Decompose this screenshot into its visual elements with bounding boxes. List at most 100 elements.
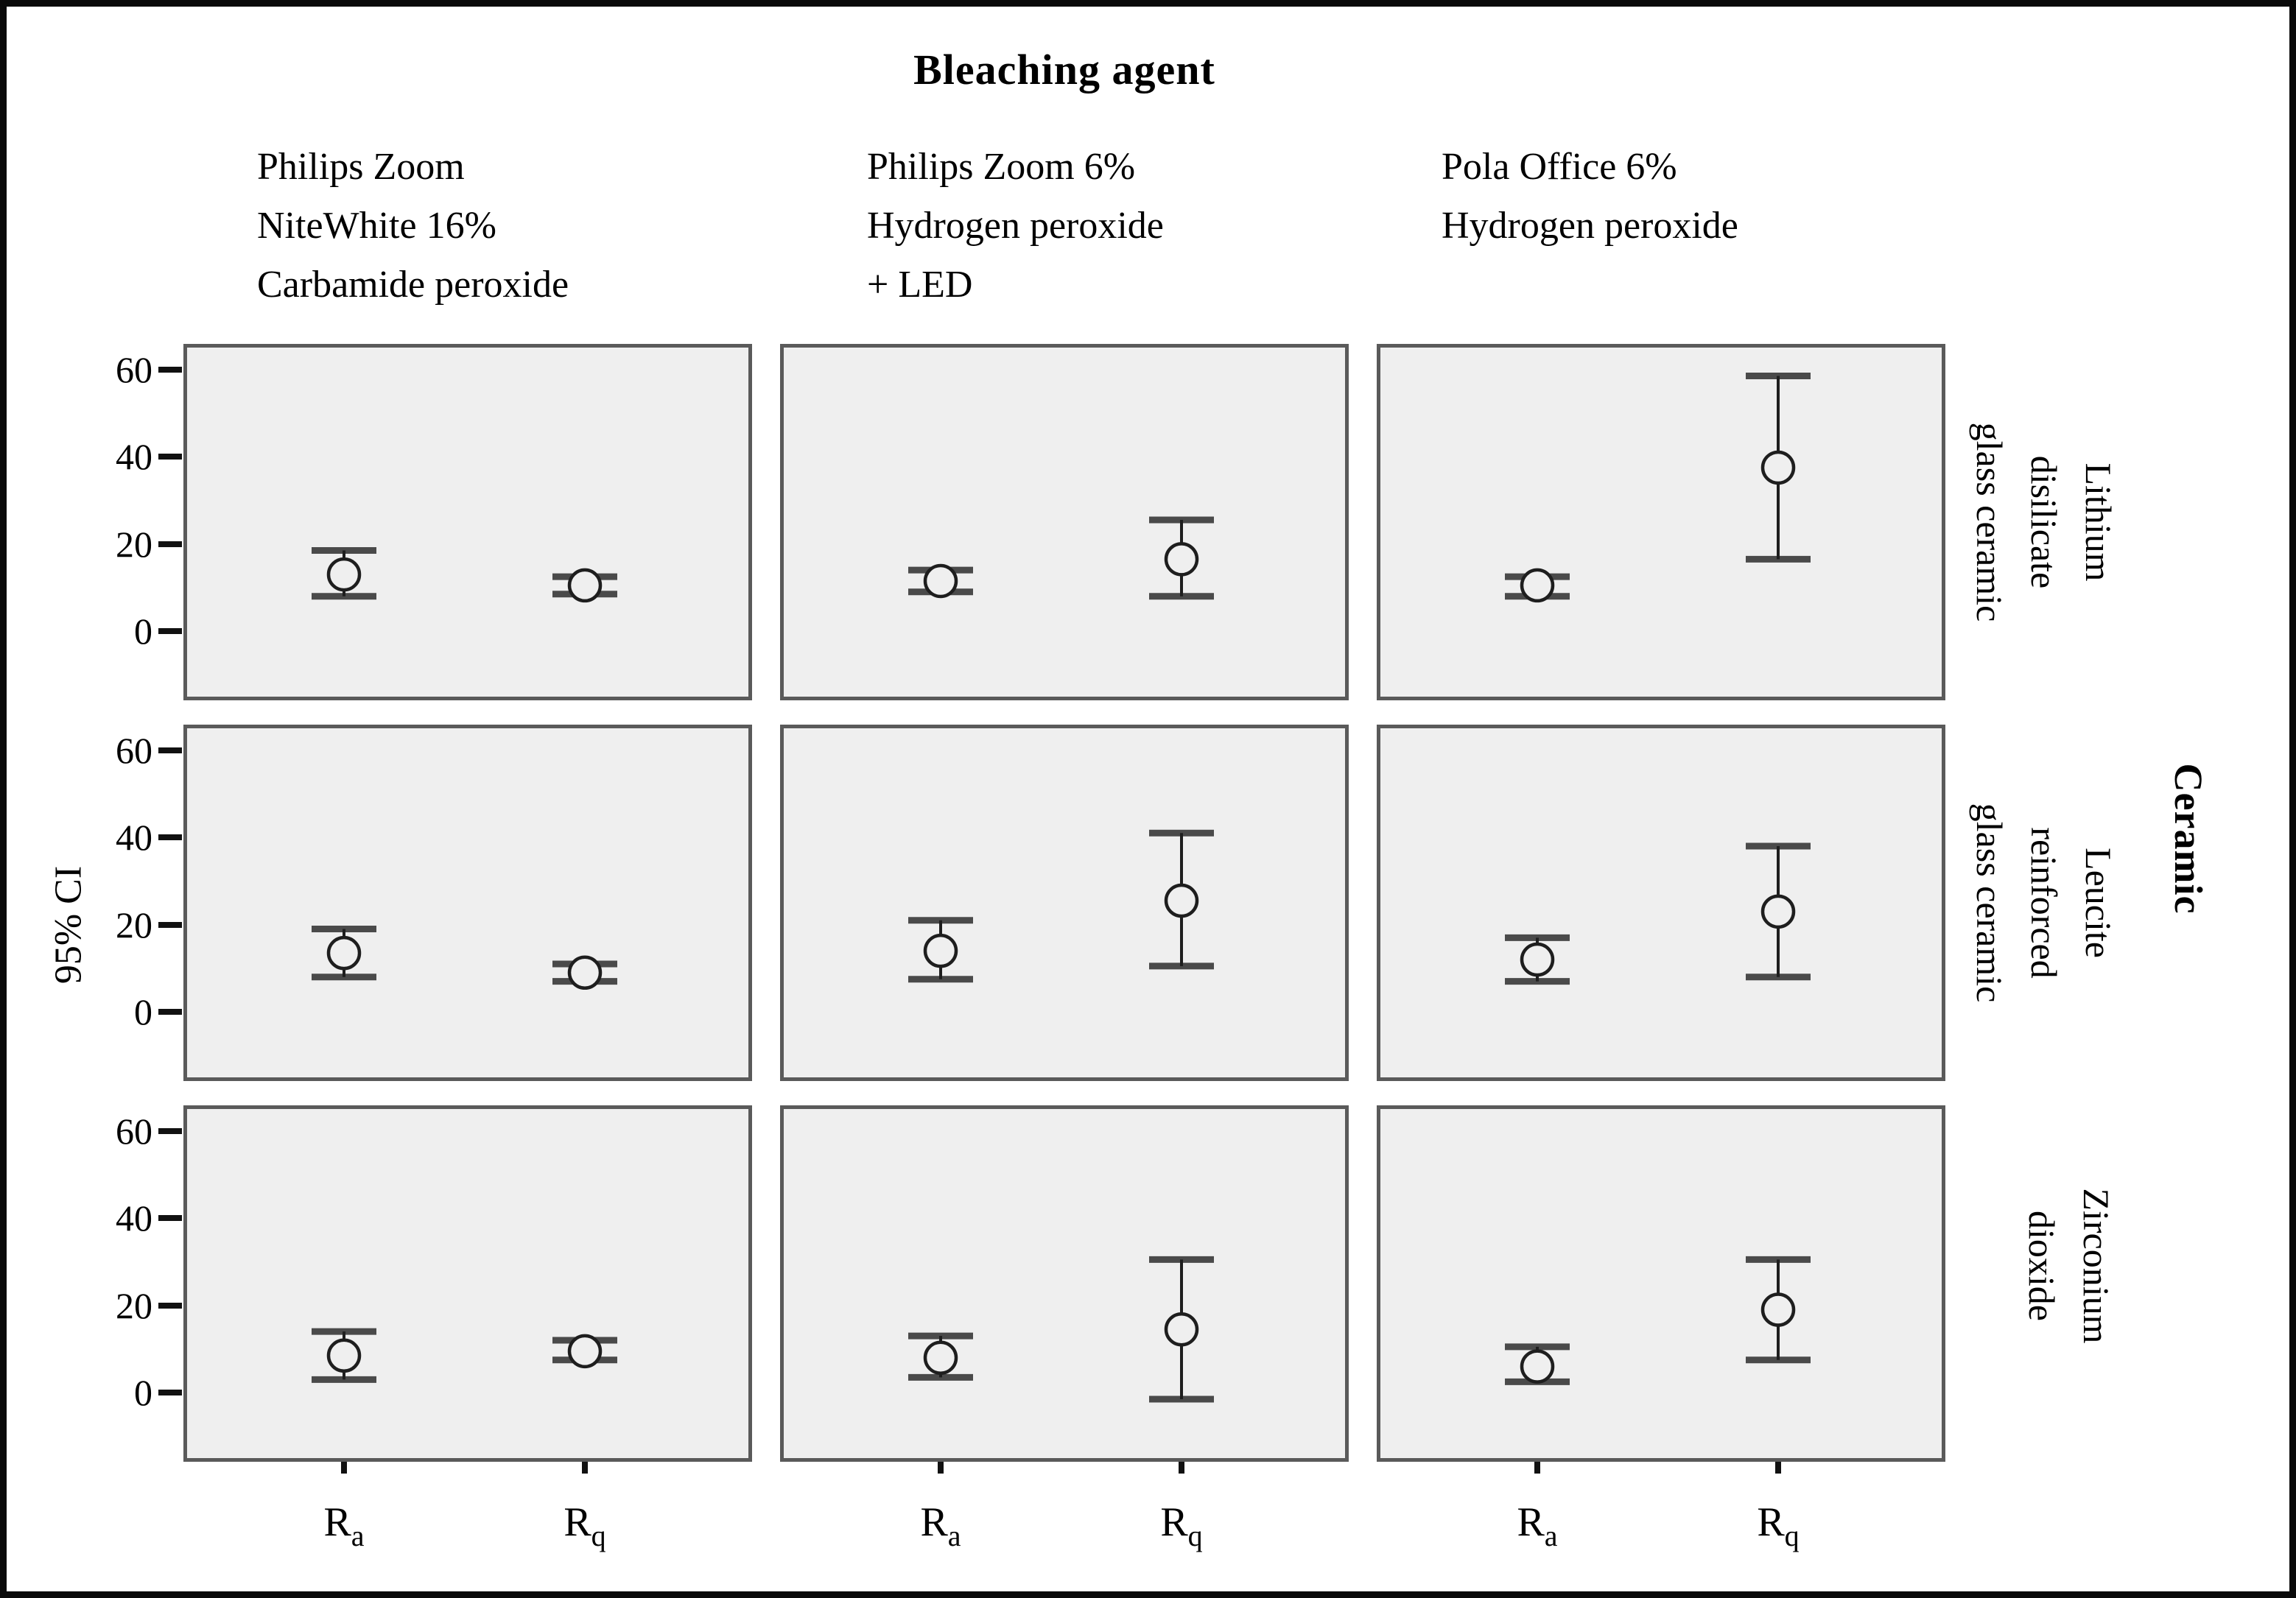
errorbar-rq [1746, 1256, 1811, 1364]
y-tick-label: 0 [134, 610, 152, 652]
mean-marker [1760, 1292, 1796, 1327]
panel-plot-area [1505, 373, 1811, 603]
x-category-subscript: q [1187, 1519, 1203, 1552]
column-header-line: Carbamide peroxide [257, 264, 569, 306]
mean-marker [923, 933, 958, 968]
y-tick-label: 40 [116, 1197, 152, 1239]
x-category-label-rq: Rq [1697, 1499, 1859, 1553]
mean-marker [326, 1338, 362, 1373]
y-tick-mark [158, 921, 182, 928]
errorbar-ra [908, 1332, 973, 1381]
panel-row3-col1 [183, 1105, 752, 1462]
y-tick-label: 40 [116, 817, 152, 859]
panel-row3-col2 [780, 1105, 1349, 1462]
x-category-subscript: a [947, 1519, 961, 1552]
row-label-lithium-disilicate: Lithium disilicate glass ceramic [1962, 423, 2126, 622]
x-category-base: R [323, 1499, 351, 1545]
mean-marker [326, 935, 362, 971]
x-tick-mark [938, 1462, 944, 1474]
row-label-line: Leucite [2078, 848, 2119, 958]
x-category-label-ra: Ra [860, 1499, 1022, 1553]
mean-marker [1164, 542, 1199, 577]
errorbar-ra [908, 917, 973, 983]
y-tick-mark [158, 834, 182, 841]
y-tick-mark [158, 541, 182, 547]
panel-row2-col3 [1377, 725, 1945, 1081]
row-label-line: glass ceramic [1969, 422, 2010, 622]
errorbar-rq [1746, 373, 1811, 563]
errorbar-rq [552, 568, 617, 603]
mean-marker [923, 563, 958, 599]
y-tick-label: 60 [116, 348, 152, 390]
y-tick-label: 20 [116, 523, 152, 565]
errorbar-rq [1149, 1256, 1214, 1403]
row-label-line: reinforced [2023, 827, 2065, 979]
y-tick-mark [158, 1390, 182, 1396]
panel-row1-col3 [1377, 344, 1945, 700]
y-tick-label: 60 [116, 729, 152, 771]
row-label-line: glass ceramic [1969, 803, 2010, 1003]
panel-row1-col2 [780, 344, 1349, 700]
panel-plot-area [312, 926, 617, 990]
ceramic-group-label: Ceramic [2166, 763, 2211, 915]
x-tick-mark [341, 1462, 347, 1474]
panel-row1-col1 [183, 344, 752, 700]
panel-row2-col2 [780, 725, 1349, 1081]
row-label-leucite-reinforced: Leucite reinforced glass ceramic [1962, 803, 2126, 1003]
y-tick-mark [158, 1215, 182, 1222]
x-category-label-ra: Ra [263, 1499, 425, 1553]
panel-plot-area [1505, 1256, 1811, 1385]
x-category-base: R [1757, 1499, 1785, 1545]
y-tick-mark [158, 1302, 182, 1309]
column-header-line: + LED [867, 264, 973, 306]
y-tick-label: 20 [116, 1284, 152, 1326]
y-tick-mark [158, 454, 182, 460]
row-label-line: dioxide [2021, 1211, 2062, 1321]
mean-marker [1520, 568, 1555, 603]
errorbar-rq [1149, 829, 1214, 970]
x-category-base: R [1160, 1499, 1188, 1545]
y-tick-mark [158, 1127, 182, 1134]
panel-plot-area [908, 516, 1214, 600]
x-category-base: R [920, 1499, 948, 1545]
y-tick-mark [158, 366, 182, 373]
mean-marker [326, 557, 362, 592]
panel-plot-area [312, 1328, 617, 1383]
errorbar-rq [552, 1334, 617, 1369]
mean-marker [1520, 942, 1555, 977]
y-tick-mark [158, 628, 182, 635]
mean-marker [1520, 1349, 1555, 1384]
x-tick-mark [582, 1462, 588, 1474]
panel-plot-area [312, 547, 617, 603]
column-header-philips-zoom-nitewhite: Philips Zoom NiteWhite 16% Carbamide per… [257, 138, 569, 314]
row-label-line: Lithium [2078, 462, 2119, 582]
errorbar-ra [312, 547, 376, 600]
errorbar-rq [1746, 842, 1811, 981]
y-tick-label: 20 [116, 904, 152, 946]
y-tick-mark [158, 1009, 182, 1016]
x-category-label-rq: Rq [504, 1499, 666, 1553]
y-tick-label: 0 [134, 991, 152, 1033]
y-tick-label: 40 [116, 436, 152, 478]
mean-marker [567, 955, 603, 990]
x-category-base: R [1517, 1499, 1545, 1545]
x-category-label-rq: Rq [1100, 1499, 1263, 1553]
row-label-line: Zirconium [2076, 1188, 2117, 1344]
figure-title: Bleaching agent [913, 46, 1215, 94]
column-header-line: Hydrogen peroxide [1442, 205, 1738, 247]
panel-plot-area [1505, 842, 1811, 985]
errorbar-ra [312, 1328, 376, 1383]
errorbar-rq [1149, 516, 1214, 600]
mean-marker [567, 1334, 603, 1369]
mean-marker [1164, 883, 1199, 918]
x-category-subscript: a [351, 1519, 365, 1552]
mean-marker [1760, 894, 1796, 929]
x-tick-mark [1534, 1462, 1540, 1474]
errorbar-ra [312, 926, 376, 981]
row-label-zirconium-dioxide: Zirconium dioxide [2015, 1188, 2124, 1343]
column-header-line: NiteWhite 16% [257, 205, 496, 247]
row-label-line: disilicate [2023, 455, 2065, 589]
panel-row2-col1 [183, 725, 752, 1081]
column-header-line: Philips Zoom 6% [867, 146, 1136, 188]
